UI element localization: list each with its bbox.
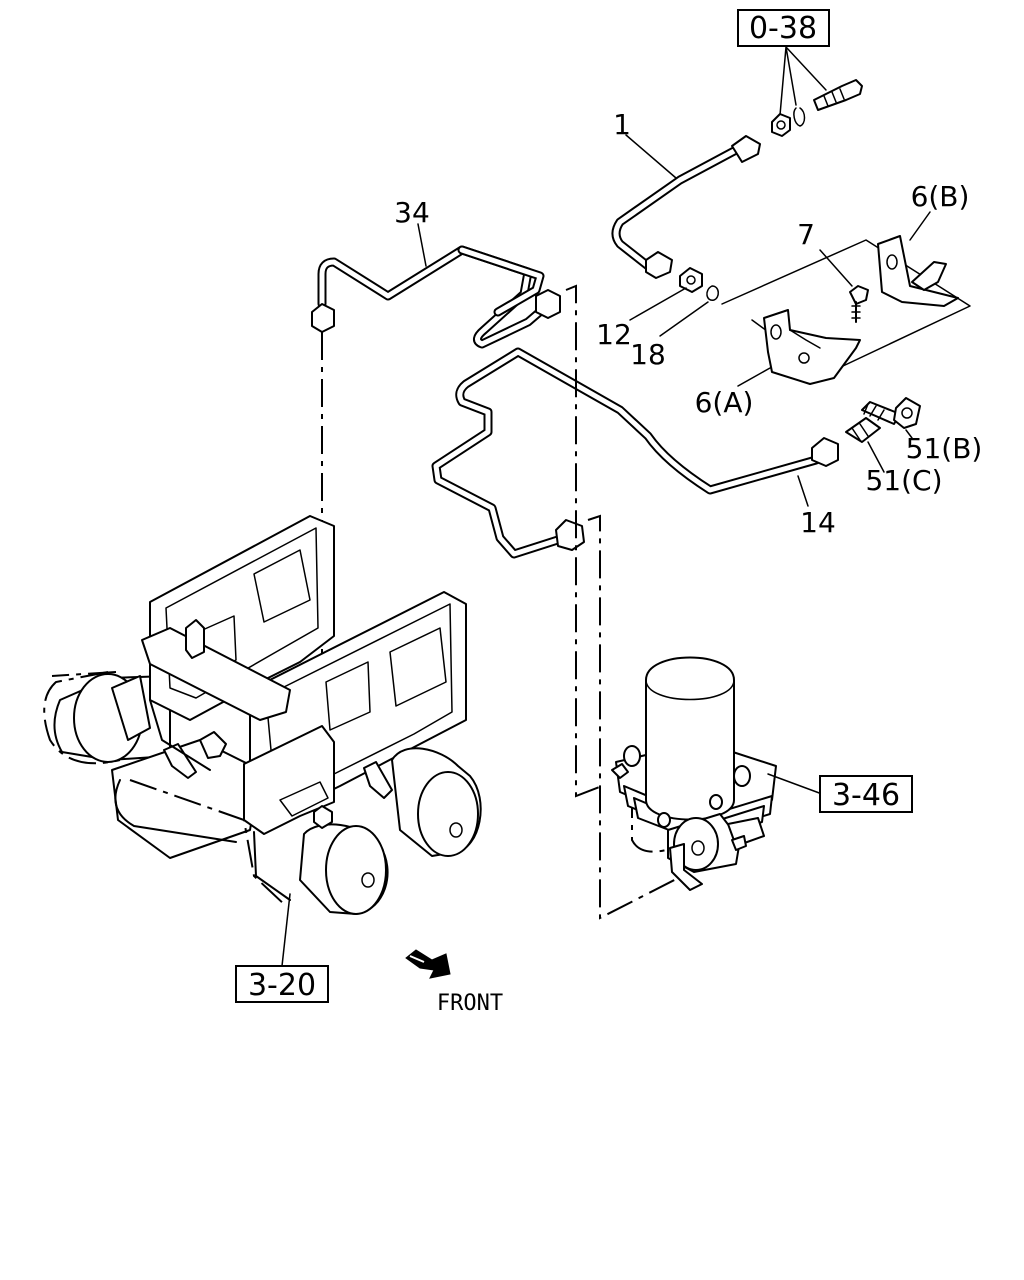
label-6a: 6(A) — [695, 386, 754, 419]
bolt-7[interactable] — [849, 285, 869, 323]
label-6b: 6(B) — [911, 180, 970, 213]
air-tank-assembly[interactable] — [43, 515, 482, 915]
pipe-1[interactable] — [611, 135, 761, 279]
ring-18 — [706, 285, 719, 301]
label-7: 7 — [797, 218, 815, 251]
fitting-51c[interactable] — [845, 417, 881, 443]
bracket-6a[interactable] — [763, 309, 861, 385]
air-dryer[interactable] — [611, 656, 777, 891]
label-18: 18 — [630, 338, 666, 371]
label-12: 12 — [596, 318, 632, 351]
label-14: 14 — [800, 506, 836, 539]
bracket-6b[interactable] — [877, 235, 959, 307]
stud-bolt-0-38 — [813, 79, 863, 111]
ref-box-3-46[interactable] — [819, 775, 913, 813]
front-arrow-icon — [405, 949, 451, 979]
ref-3-20-text[interactable]: 3-20 — [248, 968, 316, 1003]
fitting-51b[interactable] — [861, 397, 921, 429]
nut-12 — [679, 267, 703, 293]
ref-box-3-20[interactable] — [235, 965, 329, 1003]
phantom-lines — [321, 284, 691, 920]
ref-3-46-text[interactable]: 3-46 — [832, 778, 900, 813]
label-1: 1 — [613, 108, 631, 141]
ref-box-0-38[interactable] — [737, 9, 830, 47]
ref-0-38-text: 0-38 — [749, 11, 817, 46]
label-51b: 51(B) — [906, 432, 983, 465]
ref-0-38-group[interactable]: 0-38 — [737, 9, 830, 116]
front-label: FRONT — [437, 991, 503, 1016]
nut-0-38 — [771, 113, 791, 137]
pipe-14[interactable] — [431, 347, 839, 559]
label-34: 34 — [394, 196, 430, 229]
washer-0-38 — [793, 107, 806, 127]
label-51c: 51(C) — [865, 464, 942, 497]
pipe-34[interactable] — [311, 245, 561, 349]
